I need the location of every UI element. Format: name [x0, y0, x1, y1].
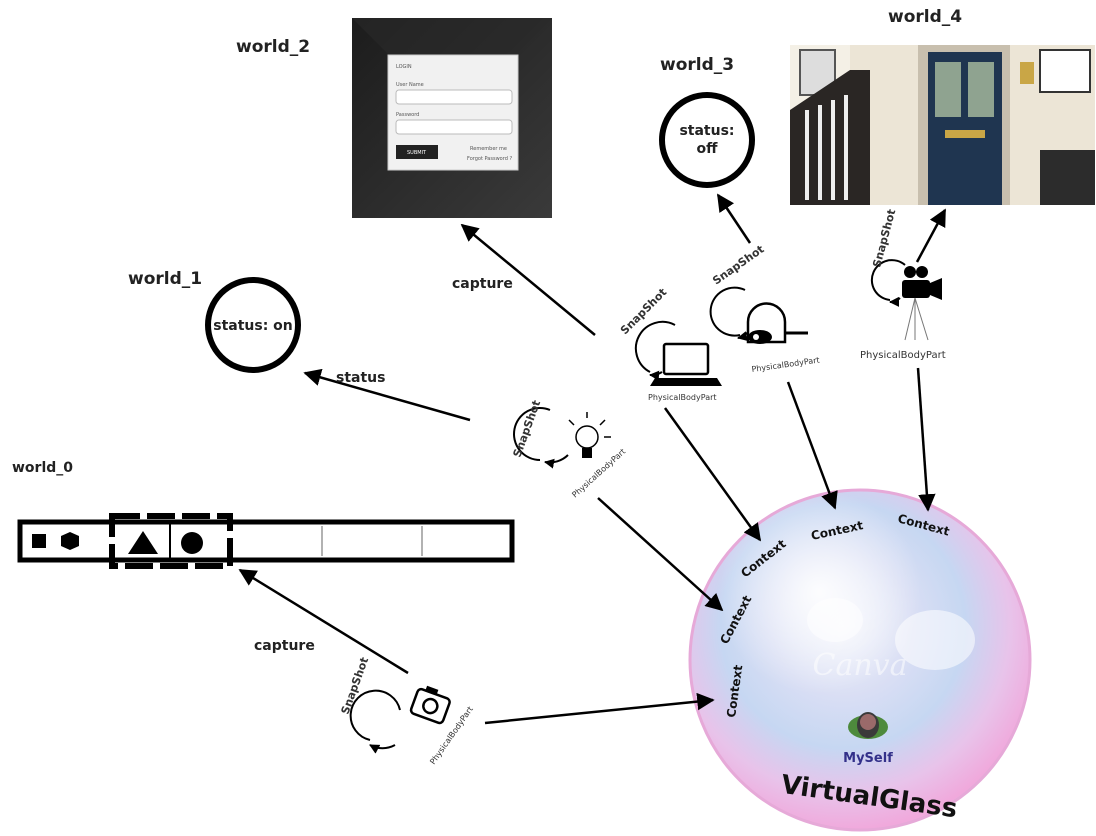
arrow-bulb-to-bubble — [597, 497, 724, 612]
world-2-label: world_2 — [236, 37, 310, 57]
login-title: LOGIN — [396, 64, 412, 70]
world-3-label: world_3 — [660, 55, 734, 75]
arrow-video-to-world4 — [915, 208, 947, 263]
lightbulb-icon — [568, 412, 611, 458]
canva-watermark: Canva — [813, 648, 908, 683]
arrow-cctv-to-world3 — [716, 193, 752, 244]
world-0-strip — [17, 513, 515, 569]
arrows — [238, 193, 947, 725]
hexagon-shape — [61, 532, 79, 550]
pbp-label-laptop: PhysicalBodyPart — [648, 393, 717, 402]
pbp-label-cctv: PhysicalBodyPart — [751, 356, 820, 374]
video-camera-icon — [902, 266, 942, 341]
arrow-bulb-to-world1 — [303, 368, 471, 422]
login-remember: Remember me — [470, 146, 507, 152]
pbp-label-video: PhysicalBodyPart — [860, 350, 946, 361]
laptop-icon — [650, 342, 722, 386]
virtual-glass-bubble — [688, 488, 1032, 832]
login-submit-button[interactable] — [396, 145, 438, 159]
security-camera-icon — [746, 302, 808, 344]
snapshot-cctv-node: SnapShot PhysicalBodyPart — [709, 243, 820, 374]
edge-label-status: status — [336, 370, 385, 386]
myself-label: MySelf — [843, 751, 893, 766]
triangle-shape — [128, 531, 158, 554]
world-4-label: world_4 — [888, 7, 962, 27]
arrow-laptop-to-bubble — [663, 407, 762, 542]
world-1-status: status: on — [213, 318, 293, 334]
world-2-login-screen: LOGIN User Name Password SUBMIT Remember… — [352, 18, 552, 218]
world-1-status-circle — [205, 277, 301, 373]
edge-label-capture-top: capture — [452, 276, 513, 292]
login-username-label: User Name — [396, 82, 424, 88]
world-0-label: world_0 — [12, 460, 73, 476]
arrow-video-to-bubble — [916, 367, 936, 512]
circle-shape — [181, 532, 203, 554]
arrow-cctv-to-bubble — [786, 381, 838, 510]
login-password-label: Password — [396, 112, 419, 118]
login-password-field[interactable] — [395, 119, 513, 135]
login-forgot: Forgot Password ? — [467, 156, 512, 162]
snapshot-label-cctv: SnapShot — [710, 243, 766, 288]
login-username-field[interactable] — [395, 89, 513, 105]
arrow-camera-to-world0 — [238, 568, 409, 675]
person-icon — [848, 712, 888, 739]
snapshot-bulb-node: SnapShot PhysicalBodyPart — [511, 399, 628, 500]
world-4-photo — [790, 45, 1095, 205]
world-3-status-circle — [659, 92, 755, 188]
camera-icon — [409, 685, 451, 725]
arrow-laptop-to-world2 — [460, 223, 596, 336]
pbp-label-bulb: PhysicalBodyPart — [570, 447, 627, 500]
world-3-status-line2: off — [697, 141, 719, 157]
world-1-label: world_1 — [128, 269, 202, 289]
snapshot-label-camera: SnapShot — [339, 656, 372, 716]
snapshot-laptop-node: SnapShot PhysicalBodyPart — [618, 286, 722, 402]
arrow-camera-to-bubble — [484, 692, 715, 725]
square-shape — [32, 534, 46, 548]
login-submit-label: SUBMIT — [407, 150, 427, 156]
world-3-status-line1: status: — [679, 123, 734, 139]
edge-label-capture-bottom: capture — [254, 638, 315, 654]
